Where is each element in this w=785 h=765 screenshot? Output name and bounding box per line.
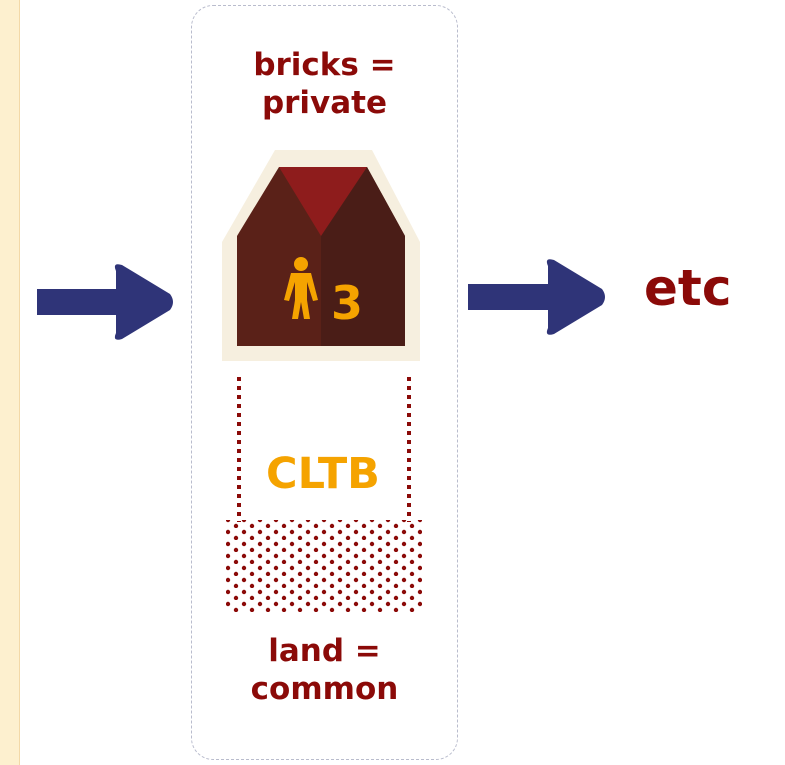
arrow-in-icon	[37, 264, 173, 340]
person-icon	[284, 257, 318, 319]
ownership-lines	[237, 377, 411, 522]
arrow-out-icon	[468, 259, 605, 335]
house-icon	[222, 150, 420, 361]
left-side-strip	[0, 0, 20, 765]
bricks-private-label: bricks = private	[253, 47, 396, 121]
trust-label: CLTB	[266, 449, 380, 499]
common-land-pattern	[226, 520, 422, 613]
household-count: 3	[331, 276, 364, 330]
land-common-label: land = common	[250, 633, 399, 707]
etc-label: etc	[644, 259, 732, 317]
property-panel	[191, 5, 458, 760]
